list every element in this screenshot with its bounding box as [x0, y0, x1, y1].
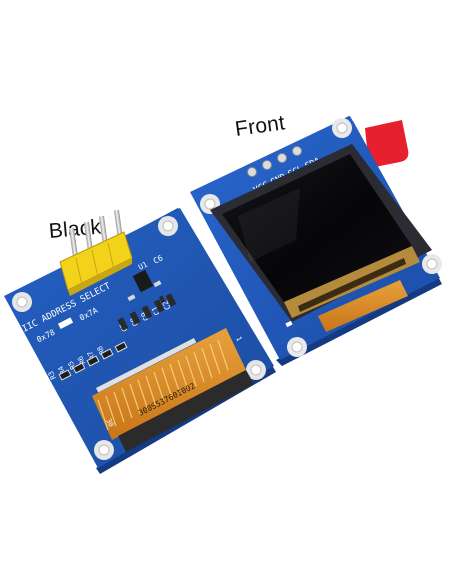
smd-resistor — [100, 348, 114, 360]
front-pin-pads — [247, 146, 302, 177]
smd-capacitor — [129, 311, 141, 325]
smd-component — [153, 280, 162, 288]
screen-reflection — [238, 188, 300, 262]
address-jumper — [57, 317, 74, 330]
res-label: R5 — [66, 360, 77, 371]
back-module: IIC ADDRESS SELECT 0x78 0x7A U1 C6 C7 C8… — [4, 208, 276, 474]
header-housing-side — [68, 258, 132, 296]
smd-resistor — [72, 362, 86, 374]
res-label: R4 — [57, 365, 68, 376]
capacitor-row — [117, 293, 177, 331]
res-label: R8 — [96, 345, 107, 356]
header-divider — [107, 242, 115, 271]
pin-header — [59, 209, 133, 296]
resistor-labels: R3 R4 R5 R6 R7 R8 — [47, 345, 107, 381]
mounting-hole — [422, 254, 442, 274]
mounting-hole — [332, 118, 352, 138]
oled-screen — [222, 154, 412, 302]
regulator-ic — [132, 269, 154, 293]
front-flex-cable — [318, 280, 408, 332]
mounting-hole — [246, 360, 266, 380]
res-label: R3 — [47, 370, 58, 381]
ribbon-pin-30: 30 — [104, 417, 115, 428]
header-divider — [91, 249, 99, 278]
smd-component — [158, 295, 166, 304]
smd-resistor — [58, 369, 72, 381]
header-divider — [75, 257, 83, 286]
front-module: VCC GND SCL SDA — [190, 116, 442, 366]
res-label: R7 — [86, 350, 97, 361]
ribbon-traces — [97, 339, 229, 431]
smd-capacitor — [141, 305, 153, 319]
smd-capacitor — [153, 299, 165, 313]
smd-capacitor — [117, 317, 129, 331]
solder-pads — [96, 338, 197, 393]
mounting-hole — [158, 216, 178, 236]
res-label: R6 — [76, 355, 87, 366]
red-film-tab — [365, 120, 409, 167]
smd-resistor — [114, 341, 128, 353]
front-silk-mark — [285, 320, 293, 328]
smd-resistor — [86, 355, 100, 367]
ribbon-pin-1: 1 — [234, 335, 243, 342]
c6-label: C6 — [152, 253, 165, 265]
mounting-hole — [94, 440, 114, 460]
resistor-row — [58, 341, 128, 381]
smd-capacitor — [165, 293, 177, 307]
mounting-hole — [287, 337, 307, 357]
u1-label: U1 — [137, 260, 149, 272]
mounting-hole — [12, 292, 32, 312]
oled-bezel-inner — [298, 258, 406, 312]
glass-edge — [118, 370, 254, 452]
smd-component — [127, 294, 136, 302]
